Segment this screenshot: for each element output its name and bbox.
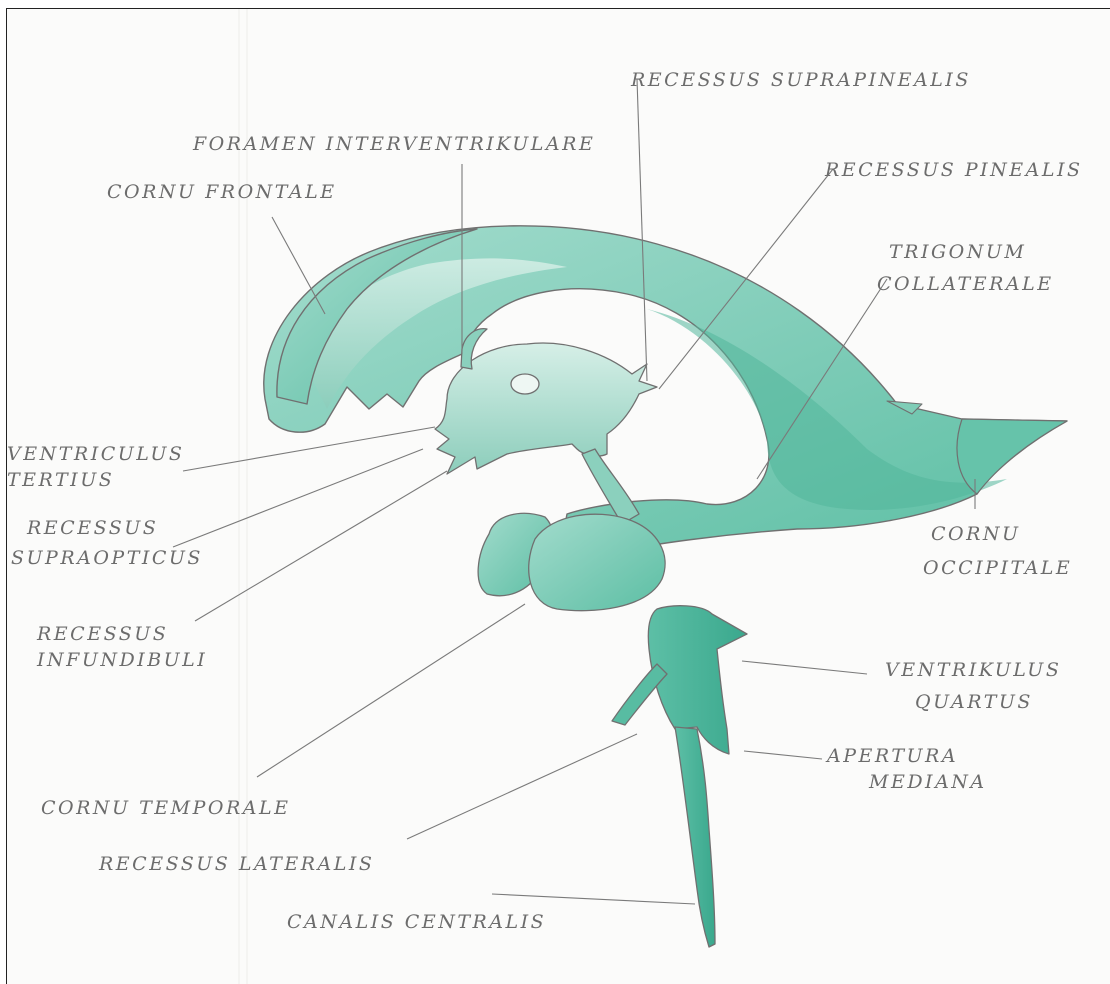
label-apertura-line1: APERTURA bbox=[827, 745, 987, 767]
leader-recessus-supraopticus bbox=[173, 449, 423, 547]
label-recessus-supraopticus: RECESSUS SUPRAOPTICUS bbox=[11, 517, 203, 569]
label-occipitale-line2: OCCIPITALE bbox=[923, 557, 1072, 579]
label-infundibuli-line1: RECESSUS bbox=[37, 623, 207, 645]
label-apertura-line2: MEDIANA bbox=[827, 771, 987, 793]
label-trigonum-line1: TRIGONUM bbox=[877, 241, 1054, 263]
label-supraopticus-line2: SUPRAOPTICUS bbox=[11, 547, 203, 569]
temporal-horn-right bbox=[529, 514, 665, 611]
fourth-ventricle bbox=[612, 606, 747, 947]
label-recessus-lateralis: RECESSUS LATERALIS bbox=[99, 853, 374, 875]
label-supraopticus-line1: RECESSUS bbox=[11, 517, 203, 539]
leader-cornu-temporale bbox=[257, 604, 525, 777]
central-canal bbox=[675, 727, 715, 947]
label-ventriculus-tertius-line2: TERTIUS bbox=[7, 469, 184, 491]
label-ventriculus-tertius: VENTRICULUS TERTIUS bbox=[7, 443, 184, 491]
label-infundibuli-line2: INFUNDIBULI bbox=[37, 649, 207, 671]
leader-cornu-frontale bbox=[272, 217, 325, 314]
interthalamic-adhesion bbox=[511, 374, 539, 394]
leader-recessus-infundibuli bbox=[195, 471, 447, 621]
label-foramen-interventriculare: FORAMEN INTERVENTRIKULARE bbox=[193, 133, 595, 155]
leader-ventriculus-tertius bbox=[183, 427, 435, 471]
label-quartus-line2: QUARTUS bbox=[885, 691, 1061, 713]
label-recessus-infundibuli: RECESSUS INFUNDIBULI bbox=[37, 623, 207, 671]
leader-recessus-suprapinealis bbox=[637, 79, 647, 381]
leader-canalis-centralis bbox=[492, 894, 695, 904]
label-cornu-frontale: CORNU FRONTALE bbox=[107, 181, 337, 203]
ventricle-drawing bbox=[7, 9, 1110, 984]
label-recessus-pinealis: RECESSUS PINEALIS bbox=[825, 159, 1083, 181]
paper-lines bbox=[239, 9, 247, 984]
label-trigonum-collaterale: TRIGONUM COLLATERALE bbox=[877, 241, 1054, 295]
label-occipitale-line1: CORNU bbox=[923, 523, 1072, 545]
label-cornu-occipitale: CORNU OCCIPITALE bbox=[923, 523, 1072, 579]
leader-apertura-mediana bbox=[744, 751, 822, 759]
label-ventriculus-quartus: VENTRIKULUS QUARTUS bbox=[885, 659, 1061, 713]
label-apertura-mediana: APERTURA MEDIANA bbox=[827, 745, 987, 793]
label-canalis-centralis: CANALIS CENTRALIS bbox=[287, 911, 546, 933]
label-cornu-temporale: CORNU TEMPORALE bbox=[41, 797, 290, 819]
label-trigonum-line2: COLLATERALE bbox=[877, 273, 1054, 295]
third-ventricle bbox=[435, 329, 657, 524]
occipital-horn-tip bbox=[957, 419, 1067, 494]
label-recessus-suprapinealis: RECESSUS SUPRAPINEALIS bbox=[631, 69, 971, 91]
label-ventriculus-tertius-line1: VENTRICULUS bbox=[7, 443, 184, 465]
leader-recessus-lateralis bbox=[407, 734, 637, 839]
label-quartus-line1: VENTRIKULUS bbox=[885, 659, 1061, 681]
drawing-frame: RECESSUS SUPRAPINEALIS FORAMEN INTERVENT… bbox=[6, 8, 1110, 984]
leader-ventriculus-quartus bbox=[742, 661, 867, 674]
temporal-horn bbox=[478, 513, 665, 610]
